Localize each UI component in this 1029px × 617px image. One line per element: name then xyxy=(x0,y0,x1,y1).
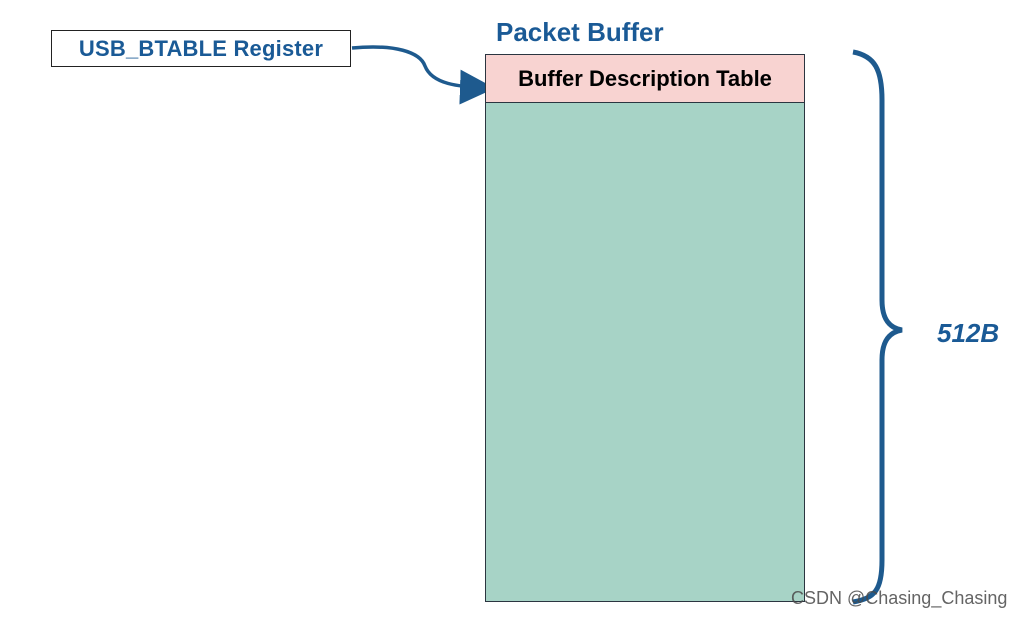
packet-buffer: Buffer Description Table xyxy=(485,54,805,602)
usb-btable-register-label: USB_BTABLE Register xyxy=(78,35,324,61)
buffer-description-table-label: Buffer Description Table xyxy=(518,65,772,91)
watermark: CSDN @Chasing_Chasing xyxy=(791,588,1008,608)
size-brace xyxy=(852,49,903,605)
register-pointer-arrow xyxy=(351,45,495,105)
packet-buffer-title: Packet Buffer xyxy=(496,17,664,47)
usb-btable-register-box: USB_BTABLE Register xyxy=(51,30,351,67)
buffer-description-table: Buffer Description Table xyxy=(486,55,804,103)
buffer-size-label: 512B xyxy=(937,318,1000,348)
